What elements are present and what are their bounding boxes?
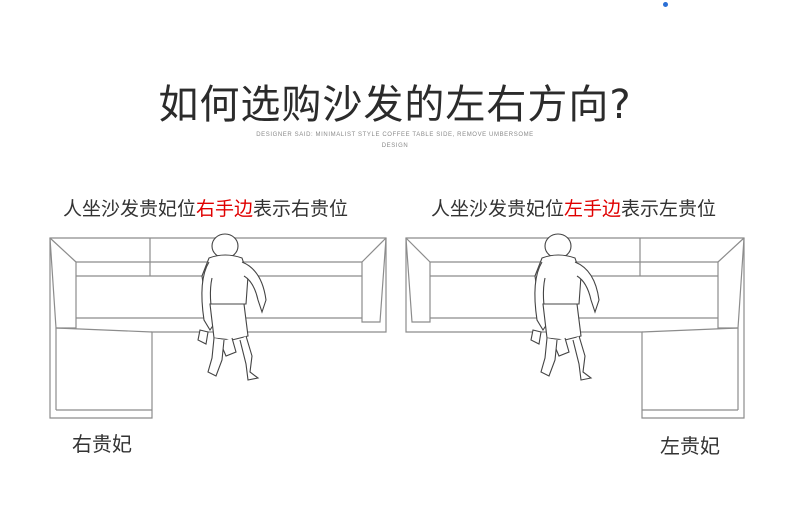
right-person-figure bbox=[530, 233, 600, 381]
right-seat-label: 左贵妃 bbox=[660, 434, 720, 458]
page-subtitle: DESIGNER SAID: MINIMALIST STYLE COFFEE T… bbox=[256, 132, 534, 149]
right-caption-highlight: 左手边 bbox=[564, 198, 622, 220]
left-caption-highlight: 右手边 bbox=[196, 198, 254, 220]
left-person-figure bbox=[197, 233, 267, 381]
left-caption-prefix: 人坐沙发贵妃位 bbox=[63, 198, 197, 220]
right-caption-prefix: 人坐沙发贵妃位 bbox=[431, 198, 565, 220]
left-caption-suffix: 表示右贵位 bbox=[253, 198, 349, 220]
left-seat-label: 右贵妃 bbox=[72, 432, 132, 456]
right-caption-suffix: 表示左贵位 bbox=[621, 198, 717, 220]
decorative-dot bbox=[663, 2, 668, 7]
left-caption: 人坐沙发贵妃位右手边表示右贵位 bbox=[63, 194, 348, 221]
right-caption: 人坐沙发贵妃位左手边表示左贵位 bbox=[431, 194, 716, 221]
page-title: 如何选购沙发的左右方向? bbox=[158, 82, 632, 128]
